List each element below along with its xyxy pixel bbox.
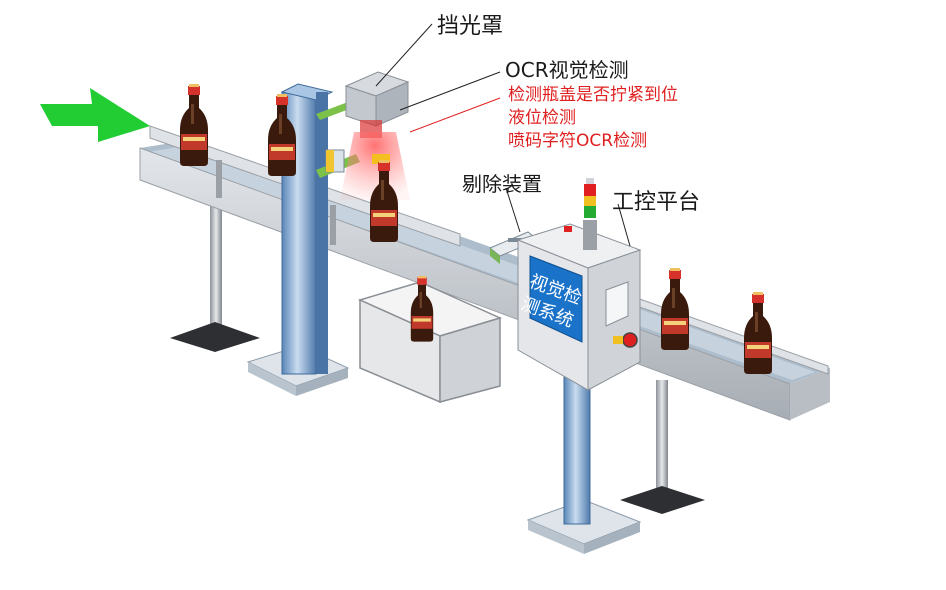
- ipc-cabinet: [516, 178, 642, 554]
- label-ocr-item-3: 喷码字符OCR检测: [508, 131, 648, 151]
- leader-lines: [375, 23, 631, 247]
- flow-arrow-icon: [40, 88, 150, 142]
- label-ipc-platform: 工控平台: [612, 190, 701, 215]
- left-leg: [170, 205, 260, 352]
- label-light-shield: 挡光罩: [437, 14, 504, 39]
- ocr-camera-assembly: [316, 71, 410, 200]
- right-leg: [620, 380, 705, 514]
- red-button-icon: [622, 332, 638, 348]
- label-ocr-title: OCR视觉检测: [505, 58, 629, 82]
- bottle-5: [744, 292, 772, 374]
- label-ocr-item-2: 液位检测: [508, 108, 576, 128]
- bottle-4: [661, 268, 689, 350]
- label-ocr-item-1: 检测瓶盖是否拧紧到位: [508, 85, 678, 105]
- reject-bin: [357, 276, 503, 404]
- vision-screen: [529, 255, 583, 343]
- label-reject-device: 剔除装置: [462, 172, 542, 196]
- warning-light-icon: [583, 178, 597, 250]
- bottle-1: [180, 84, 208, 166]
